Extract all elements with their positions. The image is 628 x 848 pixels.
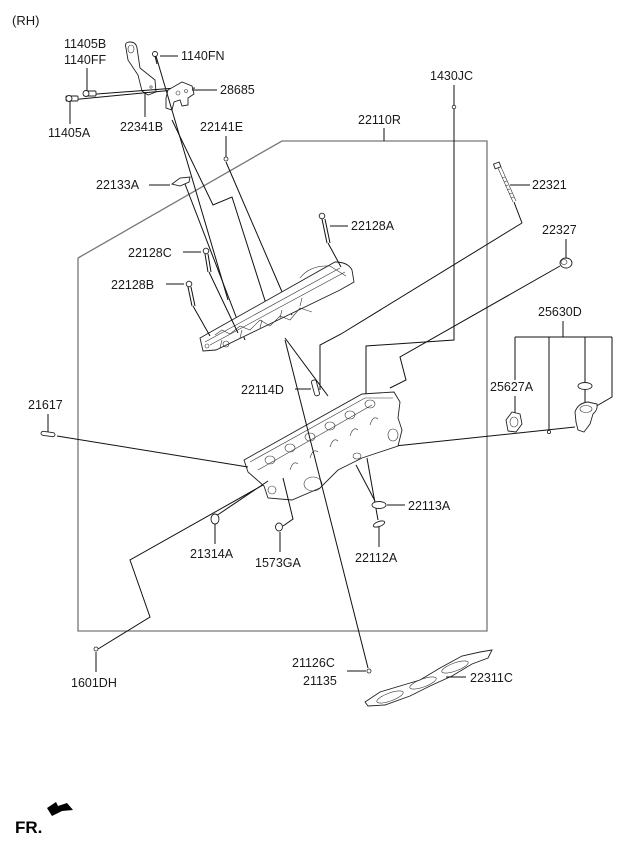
leader-21617-path [56,435,249,468]
cylinder-head [243,391,403,501]
label-22128B[interactable]: 22128B [111,278,154,292]
dowel-21617 [40,430,56,438]
head-bolt-22321 [492,161,523,224]
plug-1573GA [275,522,283,532]
label-25630D[interactable]: 25630D [538,305,582,319]
arrow-front-icon [47,802,73,816]
label-22112A[interactable]: 22112A [355,551,398,565]
sensor-28685 [165,81,195,111]
label-22114D[interactable]: 22114D [241,383,284,397]
label-22141E[interactable]: 22141E [200,120,243,134]
leader-thermostat-path [394,426,576,447]
label-22311C[interactable]: 22311C [470,671,513,685]
direction-label: FR. [15,818,42,837]
leader-1601DH-path [97,484,264,650]
thermostat-housing [574,401,598,433]
label-1430JC[interactable]: 1430JC [430,69,473,83]
guide-line-carrier [284,337,329,397]
label-21135[interactable]: 21135 [303,674,337,688]
plug-1601DH [93,646,99,652]
bolt-1140FN [152,51,158,65]
label-22327[interactable]: 22327 [542,223,577,237]
leader-22327-path [389,265,561,389]
label-28685[interactable]: 28685 [220,83,255,97]
leader-21126C-path [284,339,369,669]
label-22321[interactable]: 22321 [532,178,567,192]
label-1140FF[interactable]: 1140FF [64,53,107,67]
label-22128C[interactable]: 22128C [128,246,172,260]
label-1140FN[interactable]: 1140FN [181,49,225,63]
bolt-25630D [547,429,552,434]
guide-22114D [310,379,320,397]
guide-line-22113A [355,464,376,502]
bolt-22128A [318,212,342,268]
leader-22133A-path [184,183,246,341]
seal-22113A [371,501,387,509]
label-22110R[interactable]: 22110R [358,113,401,127]
label-1601DH[interactable]: 1601DH [71,676,117,690]
guide-line-1573GA [282,477,294,527]
leader-25630D-d [592,337,613,409]
leader-1430JC-path [365,109,455,396]
guide-line-1140FN [171,119,269,311]
head-gasket-22311C [364,649,493,707]
gasket-25627A [505,411,523,433]
leader-1140FN-path [155,55,229,301]
assembly-outline-22110R [77,140,488,632]
label-25627A[interactable]: 25627A [490,380,534,394]
label-11405A[interactable]: 11405A [48,126,91,140]
label-22341B[interactable]: 22341B [120,120,163,134]
label-21126C[interactable]: 21126C [292,656,335,670]
bolt-11405A [65,95,79,102]
dowel-21126C [366,668,372,674]
label-22113A[interactable]: 22113A [408,499,451,513]
oring-25630D [577,382,593,390]
label-21617[interactable]: 21617 [28,398,63,412]
label-1573GA[interactable]: 1573GA [255,556,302,570]
guide-line-22112A [366,457,379,521]
bolt-1140FF [82,90,97,97]
bolt-22128B [185,280,211,337]
leader-22321-path [319,222,523,390]
bracket-22133A [170,176,191,187]
bolt-22128C [202,247,239,334]
plug-21314A [210,513,220,525]
label-22133A[interactable]: 22133A [96,178,140,192]
label-11405B[interactable]: 11405B [64,37,106,51]
camshaft-carrier [199,261,355,352]
plug-22141E [223,156,229,162]
washer-22112A [372,520,386,528]
label-22128A[interactable]: 22128A [351,219,395,233]
bracket-22341B [125,41,157,96]
side-label: (RH) [12,13,39,28]
leader-22141E-path [225,161,293,316]
rod-line-2 [83,87,177,96]
plug-1430JC [451,104,457,110]
label-21314A[interactable]: 21314A [190,547,234,561]
plug-22327 [559,257,573,269]
